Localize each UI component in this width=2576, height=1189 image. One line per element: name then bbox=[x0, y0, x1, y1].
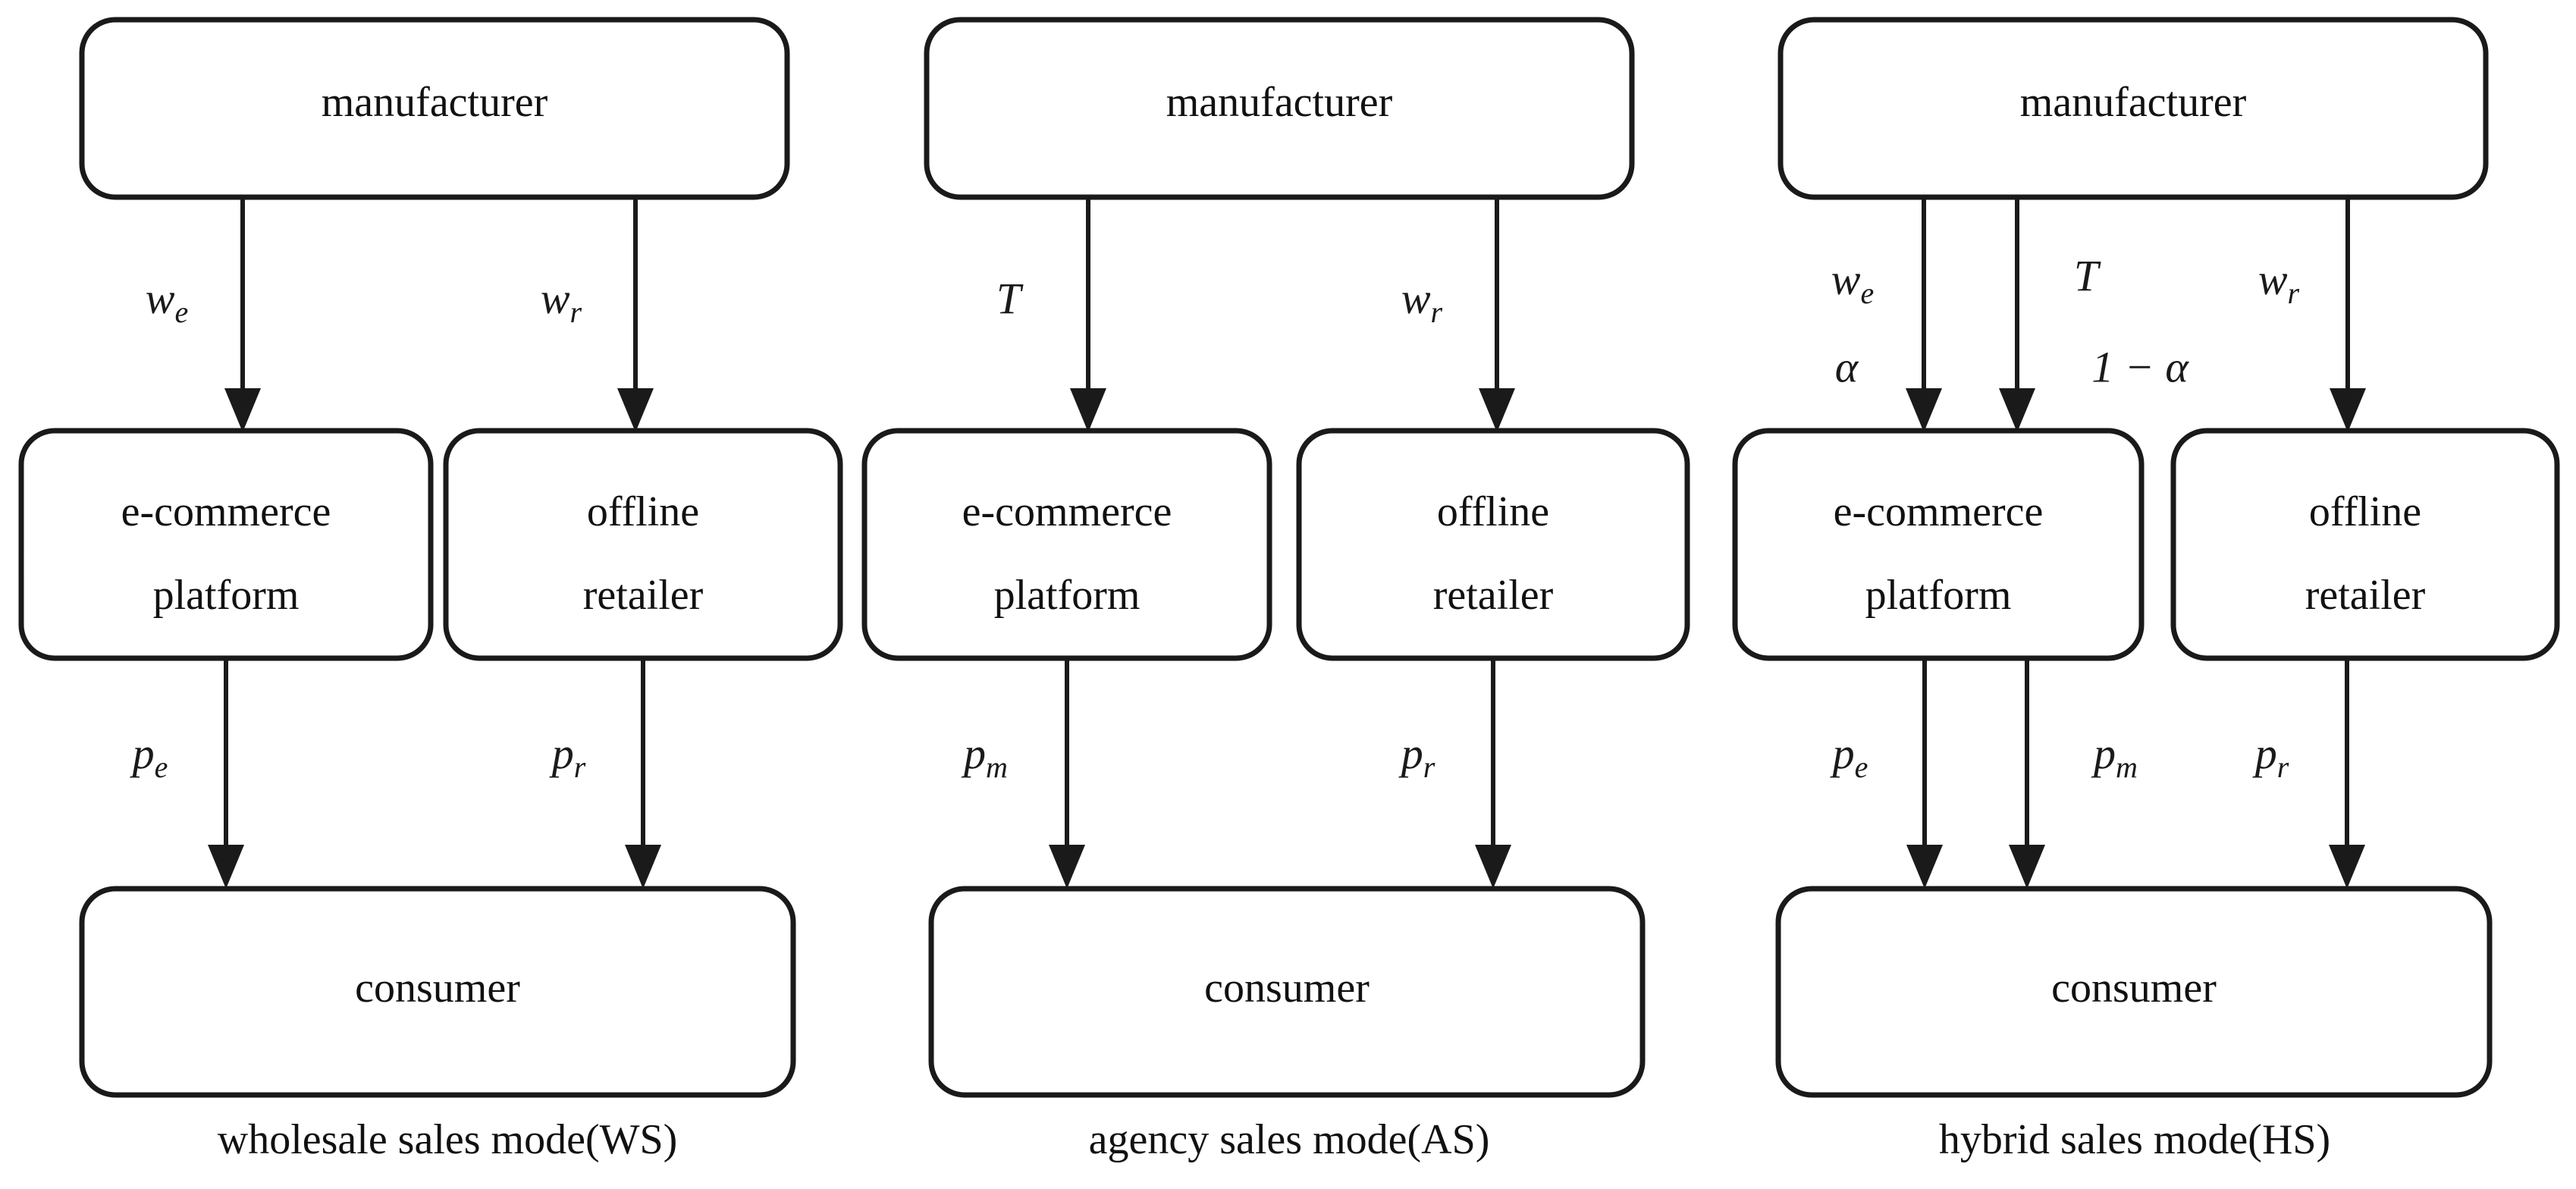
ws-pe-label: pe bbox=[130, 729, 168, 784]
hs-node-manufacturer[interactable]: manufacturer bbox=[1777, 17, 2489, 200]
hs-pm-label: pm bbox=[2091, 729, 2138, 784]
hs-pr-arrow-head bbox=[2329, 845, 2365, 889]
ws-node-offline-retailer[interactable]: offline retailer bbox=[443, 428, 843, 661]
ws-panel-caption: wholesale sales mode(WS) bbox=[218, 1116, 677, 1163]
ws-we-label: we bbox=[146, 274, 188, 329]
ws-consumer-label: consumer bbox=[355, 965, 520, 1012]
hs-panel-caption: hybrid sales mode(HS) bbox=[1939, 1116, 2330, 1163]
hs-edge-manufacturer-to-offline[interactable]: wr bbox=[2258, 197, 2366, 432]
ws-wr-label: wr bbox=[541, 274, 582, 329]
hs-one-minus-alpha-label: 1 − α bbox=[2091, 342, 2189, 391]
as-node-consumer[interactable]: consumer bbox=[928, 886, 1646, 1098]
as-pr-label: pr bbox=[1398, 729, 1435, 784]
as-wr-arrow-head bbox=[1479, 388, 1515, 432]
hs-edge-ecommerce-to-consumer-pm[interactable]: pm bbox=[2009, 658, 2138, 889]
panel-ws: manufacturer we wr e-commerce platform bbox=[18, 17, 843, 1163]
as-pr-arrow-head bbox=[1475, 845, 1511, 889]
hs-manufacturer-box[interactable] bbox=[1777, 17, 2489, 200]
hs-edge-offline-to-consumer[interactable]: pr bbox=[2252, 658, 2365, 889]
as-wr-label: wr bbox=[1401, 274, 1443, 329]
as-edge-offline-to-consumer[interactable]: pr bbox=[1398, 658, 1511, 889]
hs-alpha-label: α bbox=[1835, 342, 1859, 391]
hs-consumer-box[interactable] bbox=[1775, 886, 2493, 1098]
as-pm-arrow-head bbox=[1049, 845, 1085, 889]
ws-edge-ecommerce-to-consumer[interactable]: pe bbox=[130, 658, 244, 889]
ws-edge-offline-to-consumer[interactable]: pr bbox=[549, 658, 661, 889]
hs-we-label: we bbox=[1831, 255, 1874, 310]
ws-offline-box[interactable] bbox=[443, 428, 843, 661]
ws-node-ecommerce-platform[interactable]: e-commerce platform bbox=[18, 428, 434, 661]
hs-ecommerce-box[interactable] bbox=[1732, 428, 2145, 661]
hs-node-offline-retailer[interactable]: offline retailer bbox=[2170, 428, 2560, 661]
as-offline-label-line1: offline bbox=[1437, 488, 1549, 535]
as-pm-label: pm bbox=[961, 729, 1008, 784]
hs-node-ecommerce-platform[interactable]: e-commerce platform bbox=[1732, 428, 2145, 661]
hs-offline-box[interactable] bbox=[2170, 428, 2560, 661]
as-consumer-label: consumer bbox=[1204, 965, 1370, 1012]
as-edge-manufacturer-to-offline[interactable]: wr bbox=[1401, 197, 1515, 432]
hs-pe-label: pe bbox=[1830, 729, 1868, 784]
hs-offline-label-line1: offline bbox=[2309, 488, 2421, 535]
as-offline-label-line2: retailer bbox=[1433, 572, 1554, 619]
ws-consumer-box[interactable] bbox=[79, 886, 796, 1098]
as-T-arrow-head bbox=[1070, 388, 1106, 432]
ws-pr-label: pr bbox=[549, 729, 586, 784]
hs-pm-arrow-head bbox=[2009, 845, 2045, 889]
ws-wr-arrow-head bbox=[617, 388, 654, 432]
as-T-label: T bbox=[996, 274, 1024, 323]
ws-pr-arrow-head bbox=[625, 845, 661, 889]
as-node-ecommerce-platform[interactable]: e-commerce platform bbox=[861, 428, 1272, 661]
hs-ecommerce-label-line1: e-commerce bbox=[1834, 488, 2044, 535]
hs-pe-arrow-head bbox=[1906, 845, 1943, 889]
ws-edge-manufacturer-to-ecommerce[interactable]: we bbox=[146, 197, 261, 432]
hs-edge-manufacturer-to-ecommerce-agency[interactable]: T 1 − α bbox=[1999, 197, 2189, 432]
as-offline-box[interactable] bbox=[1296, 428, 1690, 661]
as-panel-caption: agency sales mode(AS) bbox=[1089, 1116, 1490, 1163]
hs-wr-arrow-head bbox=[2330, 388, 2366, 432]
hs-wr-label: wr bbox=[2258, 255, 2300, 310]
ws-offline-label-line1: offline bbox=[587, 488, 699, 535]
as-node-offline-retailer[interactable]: offline retailer bbox=[1296, 428, 1690, 661]
hs-T-label: T bbox=[2074, 251, 2101, 300]
hs-manufacturer-label: manufacturer bbox=[2020, 79, 2247, 126]
hs-edge-manufacturer-to-ecommerce-wholesale[interactable]: we α bbox=[1831, 197, 1942, 432]
ws-we-arrow-head bbox=[224, 388, 261, 432]
as-edge-manufacturer-to-ecommerce[interactable]: T bbox=[996, 197, 1106, 432]
ws-pe-arrow-head bbox=[208, 845, 244, 889]
ws-ecommerce-label-line2: platform bbox=[153, 572, 300, 619]
ws-manufacturer-label: manufacturer bbox=[322, 79, 548, 126]
ws-offline-label-line2: retailer bbox=[583, 572, 704, 619]
as-manufacturer-label: manufacturer bbox=[1166, 79, 1393, 126]
ws-edge-manufacturer-to-offline[interactable]: wr bbox=[541, 197, 654, 432]
as-ecommerce-label-line2: platform bbox=[994, 572, 1141, 619]
hs-pr-label: pr bbox=[2252, 729, 2289, 784]
ws-manufacturer-box[interactable] bbox=[79, 17, 790, 200]
as-ecommerce-box[interactable] bbox=[861, 428, 1272, 661]
hs-T-arrow-head bbox=[1999, 388, 2035, 432]
as-node-manufacturer[interactable]: manufacturer bbox=[924, 17, 1635, 200]
hs-ecommerce-label-line2: platform bbox=[1865, 572, 2012, 619]
panel-hs: manufacturer we α T 1 − α wr bbox=[1732, 17, 2560, 1163]
ws-ecommerce-box[interactable] bbox=[18, 428, 434, 661]
as-manufacturer-box[interactable] bbox=[924, 17, 1635, 200]
hs-we-arrow-head bbox=[1906, 388, 1942, 432]
panel-as: manufacturer T wr e-commerce platform bbox=[861, 17, 1690, 1163]
ws-ecommerce-label-line1: e-commerce bbox=[121, 488, 331, 535]
hs-node-consumer[interactable]: consumer bbox=[1775, 886, 2493, 1098]
as-ecommerce-label-line1: e-commerce bbox=[962, 488, 1172, 535]
ws-node-manufacturer[interactable]: manufacturer bbox=[79, 17, 790, 200]
as-consumer-box[interactable] bbox=[928, 886, 1646, 1098]
ws-node-consumer[interactable]: consumer bbox=[79, 886, 796, 1098]
hs-offline-label-line2: retailer bbox=[2305, 572, 2426, 619]
hs-consumer-label: consumer bbox=[2051, 965, 2217, 1012]
as-edge-ecommerce-to-consumer[interactable]: pm bbox=[961, 658, 1085, 889]
hs-edge-ecommerce-to-consumer-pe[interactable]: pe bbox=[1830, 658, 1943, 889]
